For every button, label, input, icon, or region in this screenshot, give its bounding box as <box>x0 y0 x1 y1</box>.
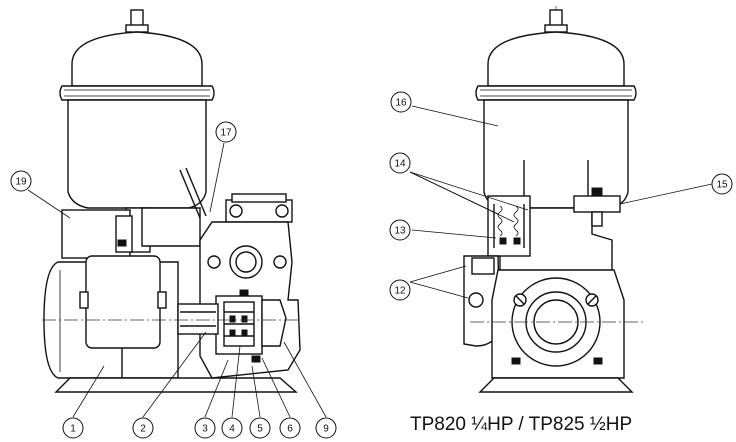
side-section-view <box>42 9 301 393</box>
model-caption: TP820 ¼HP / TP825 ½HP <box>410 414 632 435</box>
callout-14-label: 14 <box>394 159 406 170</box>
pressure-tank <box>71 31 203 87</box>
callout-16: 16 <box>390 91 412 113</box>
callout-13: 13 <box>389 219 411 241</box>
callout-1: 1 <box>62 417 84 439</box>
callout-5: 5 <box>249 417 271 439</box>
callout-leaders <box>27 105 713 418</box>
callout-16-label: 16 <box>395 98 407 109</box>
callout-12: 12 <box>389 279 411 301</box>
callout-2-label: 2 <box>140 424 146 435</box>
callout-14: 14 <box>389 152 411 174</box>
callout-13-label: 13 <box>394 226 406 237</box>
callout-15: 15 <box>711 173 733 195</box>
callout-6-label: 6 <box>287 424 293 435</box>
callout-19: 19 <box>10 170 32 192</box>
callout-3-label: 3 <box>202 424 208 435</box>
callout-9-label: 9 <box>323 424 329 435</box>
callout-3: 3 <box>194 417 216 439</box>
callout-1-label: 1 <box>70 424 76 435</box>
callout-6: 6 <box>279 417 301 439</box>
callout-12-label: 12 <box>394 286 406 297</box>
callout-5-label: 5 <box>257 424 263 435</box>
callout-17: 17 <box>215 121 237 143</box>
callout-4: 4 <box>221 417 243 439</box>
callout-17-label: 17 <box>220 128 232 139</box>
front-view <box>463 6 644 393</box>
callout-15-label: 15 <box>716 180 728 191</box>
callout-4-label: 4 <box>229 424 235 435</box>
callout-2: 2 <box>132 417 154 439</box>
callout-9: 9 <box>315 417 337 439</box>
callout-19-label: 19 <box>15 177 27 188</box>
